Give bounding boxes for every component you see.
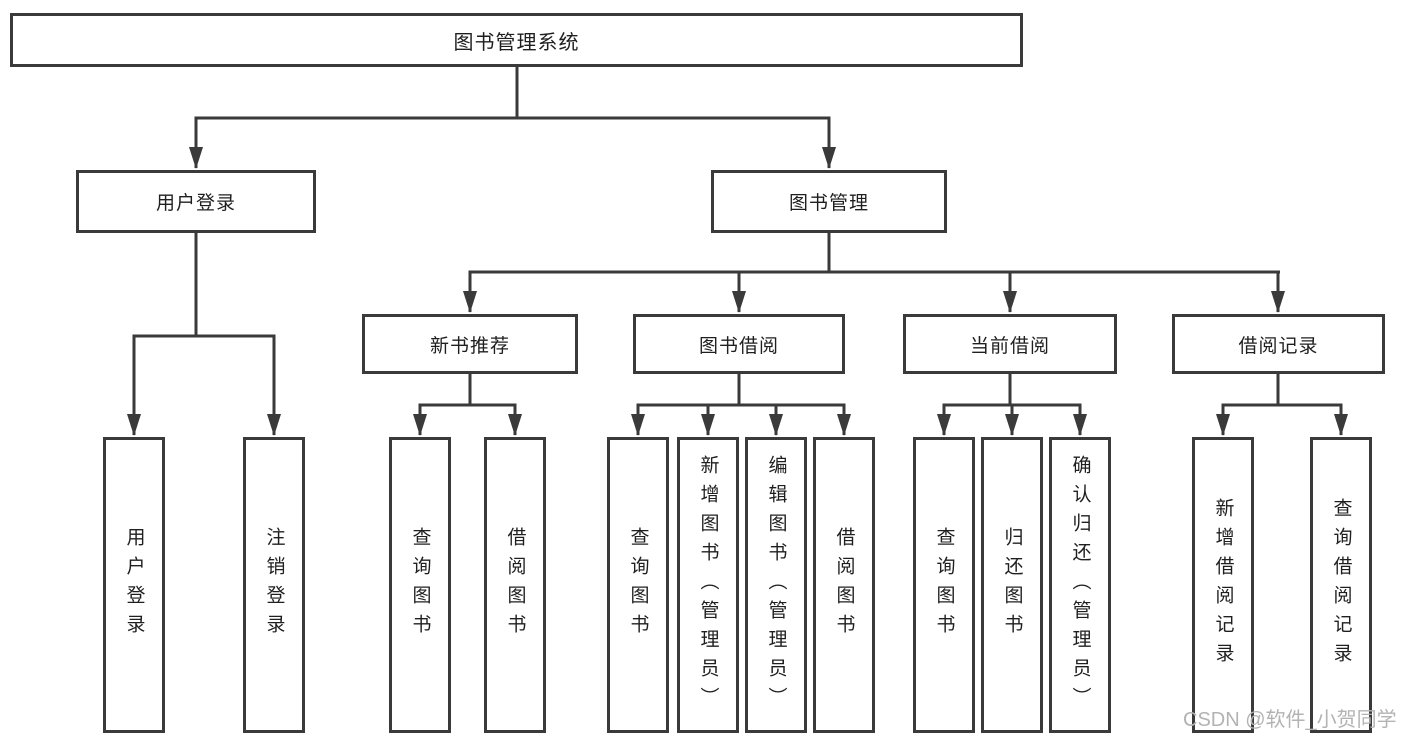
node-root-library-system: 图书管理系统 bbox=[10, 13, 1023, 67]
node-user-login: 用户登录 bbox=[76, 170, 316, 233]
connector-group bbox=[127, 66, 1348, 436]
node-current-borrowing: 当前借阅 bbox=[903, 314, 1117, 374]
csdn-watermark: CSDN @软件_小贺同学 bbox=[1183, 709, 1397, 731]
leaf-query-borrow-record: 查询借阅记录 bbox=[1310, 437, 1372, 733]
leaf-confirm-return-admin: 确认归还（管理员） bbox=[1049, 437, 1111, 733]
leaf-query-books-borrowing: 查询图书 bbox=[607, 437, 669, 733]
node-borrow-records: 借阅记录 bbox=[1172, 314, 1385, 374]
node-book-borrowing: 图书借阅 bbox=[633, 314, 845, 374]
leaf-add-book-admin: 新增图书（管理员） bbox=[677, 437, 739, 733]
leaf-logout: 注销登录 bbox=[243, 437, 305, 733]
leaf-borrow-books-recommend: 借阅图书 bbox=[484, 437, 546, 733]
leaf-borrow-books-borrowing: 借阅图书 bbox=[813, 437, 875, 733]
leaf-query-books-recommend: 查询图书 bbox=[389, 437, 451, 733]
leaf-query-books-current: 查询图书 bbox=[913, 437, 975, 733]
leaf-return-books: 归还图书 bbox=[981, 437, 1043, 733]
leaf-add-borrow-record: 新增借阅记录 bbox=[1192, 437, 1254, 733]
node-new-book-recommend: 新书推荐 bbox=[362, 314, 578, 374]
node-book-management: 图书管理 bbox=[711, 170, 947, 233]
leaf-edit-book-admin: 编辑图书（管理员） bbox=[745, 437, 807, 733]
leaf-user-login: 用户登录 bbox=[103, 437, 165, 733]
